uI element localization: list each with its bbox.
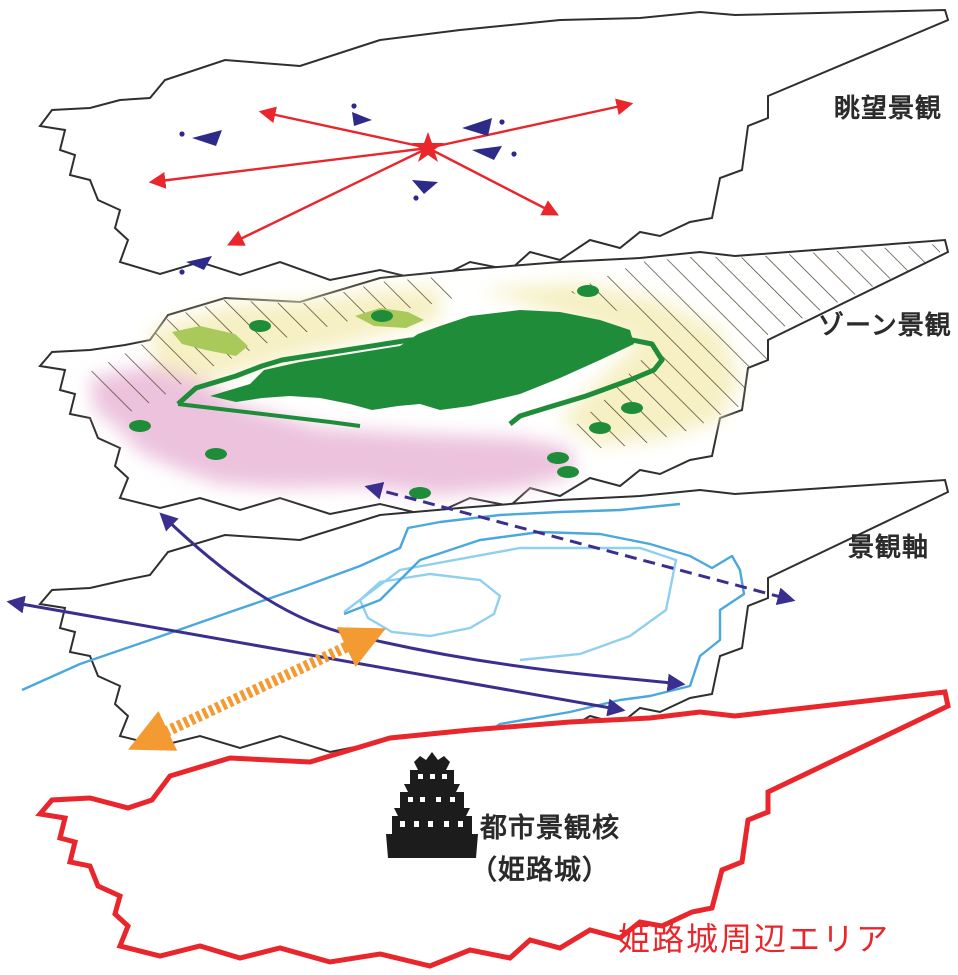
viewpoint-icon (412, 180, 438, 201)
landscape-axis-layer (6, 478, 950, 756)
zone-hatch-east (570, 244, 940, 448)
viewpoint-icon (351, 103, 372, 126)
zone-landscape-layer (38, 238, 950, 518)
area-outline (35, 689, 951, 969)
view-landscape-layer (38, 8, 950, 284)
viewpoint-star-icon (412, 132, 444, 162)
castle-icon (386, 752, 478, 858)
castle-grounds-outline (176, 333, 665, 426)
castle-area-layer (35, 689, 951, 969)
view-layer-outline (38, 8, 950, 284)
axis-layer-label: 景観軸 (848, 533, 930, 563)
viewpoint-icon (179, 256, 212, 275)
viewpoint-icon (179, 130, 222, 146)
view-arrows (148, 98, 634, 246)
core-label-line2: （姫路城） (470, 855, 610, 886)
castle-grounds-fill (210, 310, 634, 410)
core-label-line1: 都市景観核 (480, 813, 620, 844)
zone-layer-label: ゾーン景観 (818, 311, 952, 341)
castle-grounds (176, 310, 665, 428)
axis-orange-hatched (128, 627, 386, 751)
area-label: 姫路城周辺エリア (618, 920, 891, 958)
viewpoint-icon (462, 118, 505, 136)
zone-hatch-west (90, 276, 452, 412)
viewpoint-markers (179, 103, 517, 275)
viewpoint-icon (472, 146, 517, 160)
view-layer-label: 眺望景観 (834, 94, 943, 124)
tree-markers (129, 285, 643, 499)
